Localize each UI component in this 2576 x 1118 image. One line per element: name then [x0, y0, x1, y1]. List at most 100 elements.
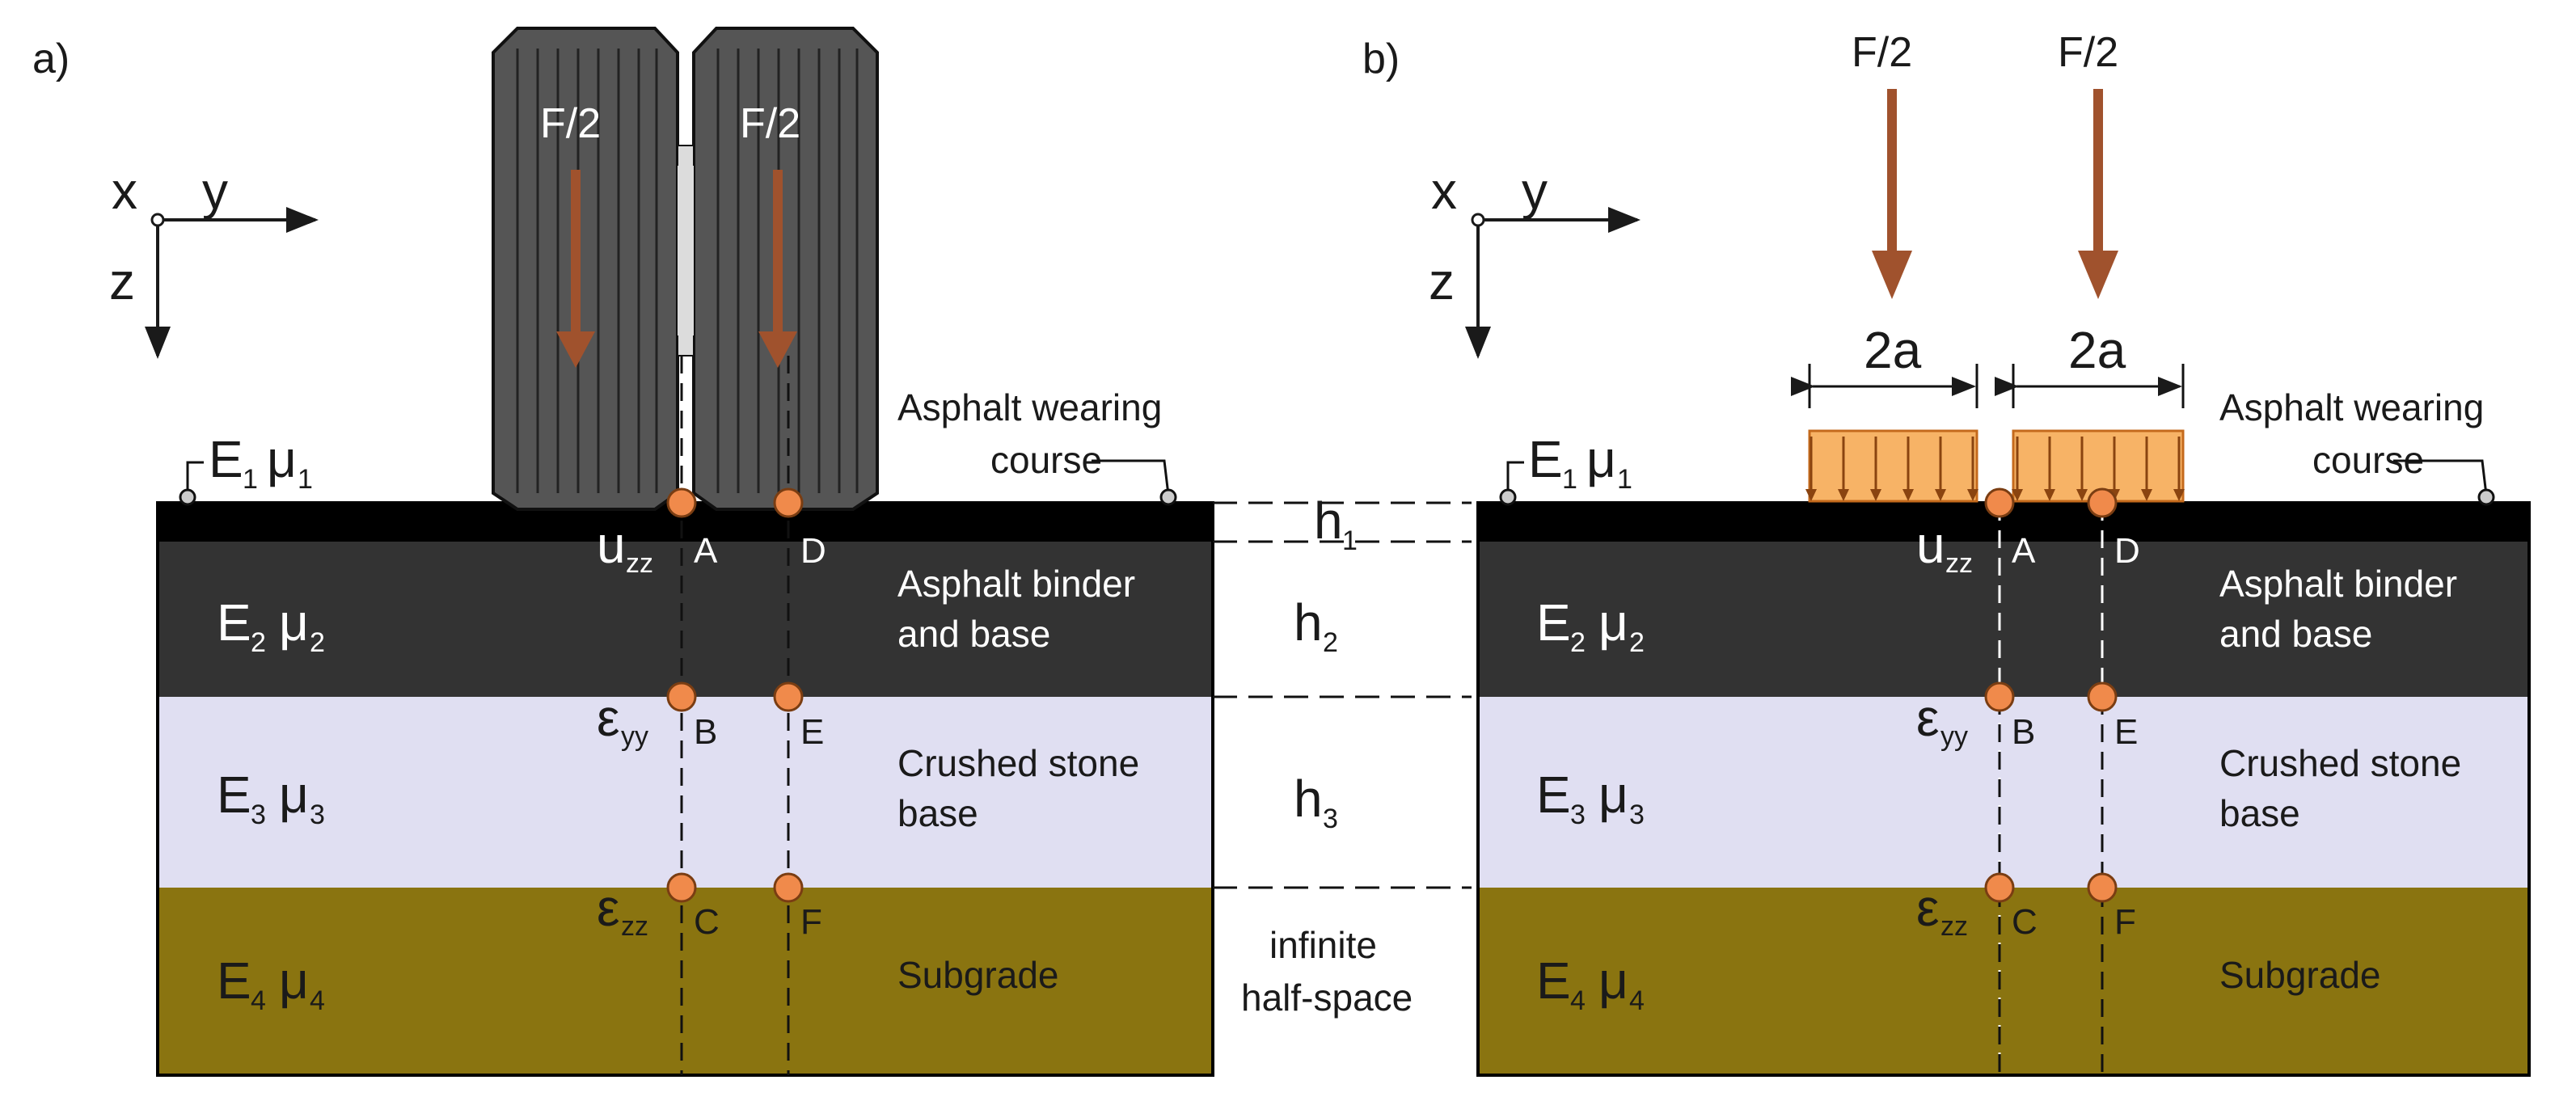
- force-right-b: F/2: [2058, 29, 2118, 76]
- svg-text:μ: μ: [267, 430, 297, 488]
- svg-text:3: 3: [1629, 799, 1645, 830]
- layer-4-params-a: E 4 μ 4: [217, 951, 325, 1016]
- label-A-a: A: [694, 531, 718, 571]
- svg-text:3: 3: [310, 799, 325, 830]
- layer-2-name-b: Asphalt binder and base: [2219, 563, 2457, 655]
- point-C-b: [1984, 872, 2015, 903]
- point-E-b: [2087, 681, 2118, 712]
- thickness-halfspace: infinite half-space: [1241, 924, 1413, 1019]
- svg-text:E: E: [1536, 766, 1571, 824]
- layer-3-name-b: Crushed stone base: [2219, 742, 2461, 834]
- layer-1-name-a: Asphalt wearing course: [897, 386, 1177, 506]
- point-B-a: [666, 681, 697, 712]
- thickness-annotations: h 1 h 2 h 3 infinite half-space: [1213, 491, 1472, 1019]
- svg-text:Asphalt wearing: Asphalt wearing: [2219, 386, 2484, 428]
- svg-text:μ: μ: [279, 593, 309, 652]
- layer-1-params-b: E 1 μ 1: [1499, 430, 1632, 506]
- layer-4-name-a: Subgrade: [897, 954, 1059, 996]
- label-C-b: C: [2012, 902, 2038, 942]
- svg-text:E: E: [1536, 951, 1571, 1010]
- force-arrow-a-right: [758, 331, 797, 368]
- svg-text:1: 1: [1562, 464, 1577, 495]
- layer-2-b: [1478, 542, 2529, 697]
- svg-text:1: 1: [1342, 525, 1358, 556]
- svg-text:2: 2: [310, 627, 325, 658]
- measure-eps-yy-a: ε yy: [597, 689, 648, 752]
- svg-text:ε: ε: [597, 879, 620, 937]
- svg-text:Crushed stone: Crushed stone: [897, 742, 1139, 784]
- svg-text:4: 4: [310, 985, 325, 1016]
- svg-text:half-space: half-space: [1241, 977, 1413, 1019]
- svg-text:zz: zz: [1940, 911, 1968, 942]
- svg-text:h: h: [1314, 491, 1343, 550]
- layer-3-name-a: Crushed stone base: [897, 742, 1139, 834]
- point-A-b: [1984, 487, 2015, 518]
- points-b: [1984, 487, 2118, 903]
- svg-text:ε: ε: [597, 689, 620, 747]
- panel-b: b) x y z F/2 F/2 2a: [1362, 29, 2531, 1077]
- point-C-a: [666, 872, 697, 903]
- svg-text:Subgrade: Subgrade: [2219, 954, 2381, 996]
- point-A-a: [666, 487, 697, 518]
- svg-text:4: 4: [1570, 985, 1586, 1016]
- point-D-b: [2087, 487, 2118, 518]
- svg-text:μ: μ: [1598, 766, 1628, 824]
- axis-y-label: y: [202, 162, 228, 220]
- label-F-a: F: [800, 902, 822, 942]
- svg-text:yy: yy: [621, 721, 648, 752]
- svg-text:u: u: [597, 516, 626, 574]
- point-D-a: [773, 487, 804, 518]
- axes-b: x y z: [1429, 162, 1641, 359]
- svg-text:zz: zz: [621, 911, 648, 942]
- svg-text:E: E: [217, 593, 251, 652]
- point-E-a: [773, 681, 804, 712]
- svg-text:μ: μ: [279, 951, 309, 1010]
- dual-tire: F/2 F/2: [492, 27, 879, 511]
- svg-text:3: 3: [1323, 804, 1338, 834]
- svg-text:course: course: [990, 439, 1102, 481]
- layer-2-params-b: E 2 μ 2: [1536, 593, 1645, 658]
- svg-text:1: 1: [243, 464, 258, 495]
- measure-eps-zz-a: ε zz: [597, 879, 648, 942]
- label-E-a: E: [800, 712, 824, 752]
- svg-text:μ: μ: [1586, 430, 1616, 488]
- label-F-b: F: [2114, 902, 2136, 942]
- svg-text:μ: μ: [279, 766, 309, 824]
- measure-u-a: u zz: [597, 516, 653, 579]
- svg-text:yy: yy: [1940, 721, 1968, 752]
- measure-eps-yy-b: ε yy: [1916, 689, 1968, 752]
- layer-3-a: [158, 697, 1213, 888]
- svg-text:3: 3: [1570, 799, 1586, 830]
- layer-4-a: [158, 888, 1213, 1075]
- svg-text:h: h: [1294, 593, 1323, 652]
- force-arrows-b: F/2 F/2: [1852, 29, 2118, 299]
- tire-left-force: F/2: [540, 100, 601, 147]
- svg-text:h: h: [1294, 770, 1323, 828]
- svg-text:4: 4: [251, 985, 266, 1016]
- label-D-b: D: [2114, 531, 2140, 571]
- thickness-h2: h 2: [1294, 593, 1338, 658]
- svg-text:and base: and base: [897, 613, 1050, 655]
- layer-2-a: [158, 542, 1213, 697]
- layer-2-params-a: E 2 μ 2: [217, 593, 325, 658]
- label-B-b: B: [2012, 712, 2035, 752]
- svg-text:2a: 2a: [2068, 321, 2126, 379]
- point-F-b: [2087, 872, 2118, 903]
- svg-text:E: E: [1528, 430, 1563, 488]
- svg-text:ε: ε: [1916, 689, 1940, 747]
- axis-x-label: x: [112, 162, 137, 220]
- measure-eps-zz-b: ε zz: [1916, 879, 1968, 942]
- tire-right-force: F/2: [740, 100, 800, 147]
- layer-1-name-b: Asphalt wearing course: [2219, 386, 2495, 506]
- svg-text:and base: and base: [2219, 613, 2372, 655]
- svg-text:Subgrade: Subgrade: [897, 954, 1059, 996]
- svg-text:2a: 2a: [1864, 321, 1922, 379]
- pressure-left: [1805, 429, 1978, 503]
- force-arrow-a-left: [556, 331, 595, 368]
- svg-text:zz: zz: [626, 548, 653, 579]
- svg-text:E: E: [217, 766, 251, 824]
- layer-4-b: [1478, 888, 2529, 1075]
- label-D-a: D: [800, 531, 826, 571]
- svg-text:4: 4: [1629, 985, 1645, 1016]
- svg-text:Asphalt binder: Asphalt binder: [2219, 563, 2457, 605]
